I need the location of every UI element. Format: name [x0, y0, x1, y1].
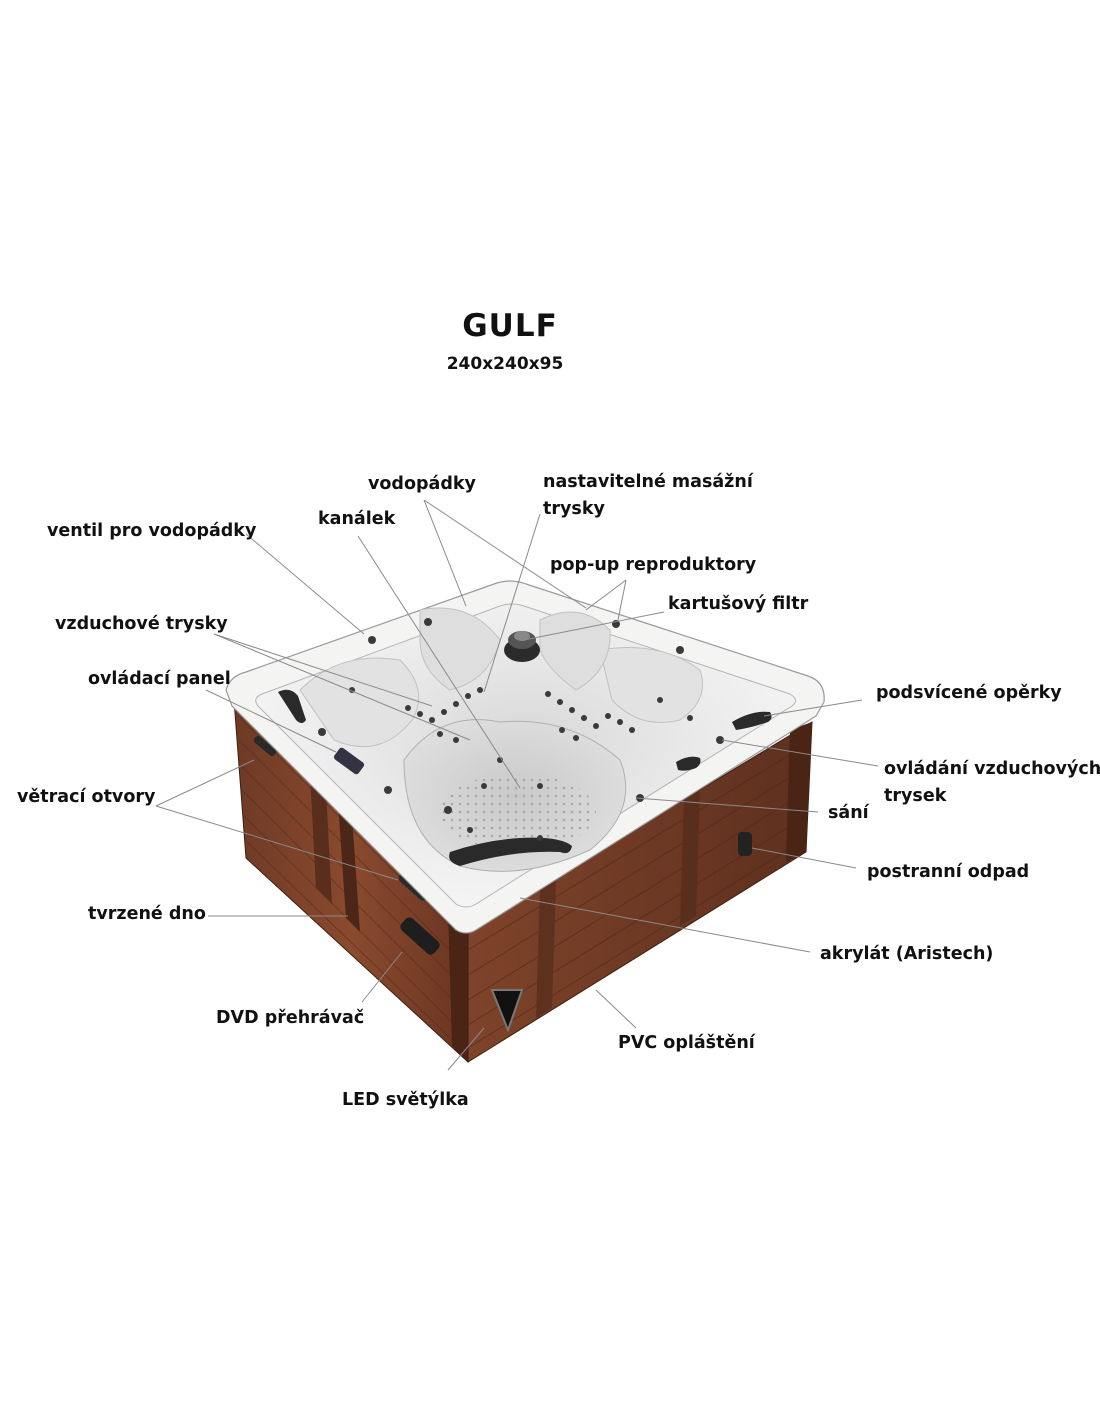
label-lighted-pillows: podsvícené opěrky: [876, 683, 1062, 703]
vent-slot-2: [253, 735, 277, 757]
label-channel: kanálek: [318, 509, 396, 529]
label-suction: sání: [828, 803, 869, 823]
label-led-lights: LED světýlka: [342, 1090, 469, 1110]
side-drain: [738, 832, 752, 856]
label-pvc-cabinet: PVC opláštění: [618, 1033, 755, 1053]
cartridge-filter: [504, 631, 540, 662]
label-vents: větrací otvory: [17, 787, 156, 807]
label-air-controls-2: trysek: [884, 786, 947, 806]
product-title: GULF: [462, 308, 558, 344]
label-air-controls-1: ovládání vzduchových: [884, 759, 1100, 779]
label-control-panel: ovládací panel: [88, 669, 231, 689]
label-waterfall-valve: ventil pro vodopádky: [47, 521, 257, 541]
cabinet-left: [233, 698, 469, 1064]
label-side-drain: postranní odpad: [867, 862, 1030, 882]
dvd-player: [400, 917, 440, 955]
led-light: [490, 989, 524, 1033]
label-popup-speakers: pop-up reproduktory: [550, 555, 757, 575]
lighted-pillows: [278, 689, 772, 866]
label-air-jets: vzduchové trysky: [55, 614, 228, 634]
label-dvd-player: DVD přehrávač: [216, 1008, 365, 1028]
product-dimensions: 240x240x95: [446, 354, 564, 374]
leader-lines: [155, 499, 879, 1071]
label-adjustable-jets-2: trysky: [543, 499, 605, 519]
label-waterfalls: vodopádky: [368, 474, 476, 494]
label-adjustable-jets-1: nastavitelné masážní: [543, 472, 753, 492]
label-acrylic: akrylát (Aristech): [820, 944, 994, 964]
label-reinforced-base: tvrzené dno: [88, 904, 206, 924]
control-panel: [333, 747, 365, 775]
acrylic-shell: [225, 580, 825, 934]
label-cartridge-filter: kartušový filtr: [668, 594, 809, 614]
jets: [318, 618, 724, 841]
